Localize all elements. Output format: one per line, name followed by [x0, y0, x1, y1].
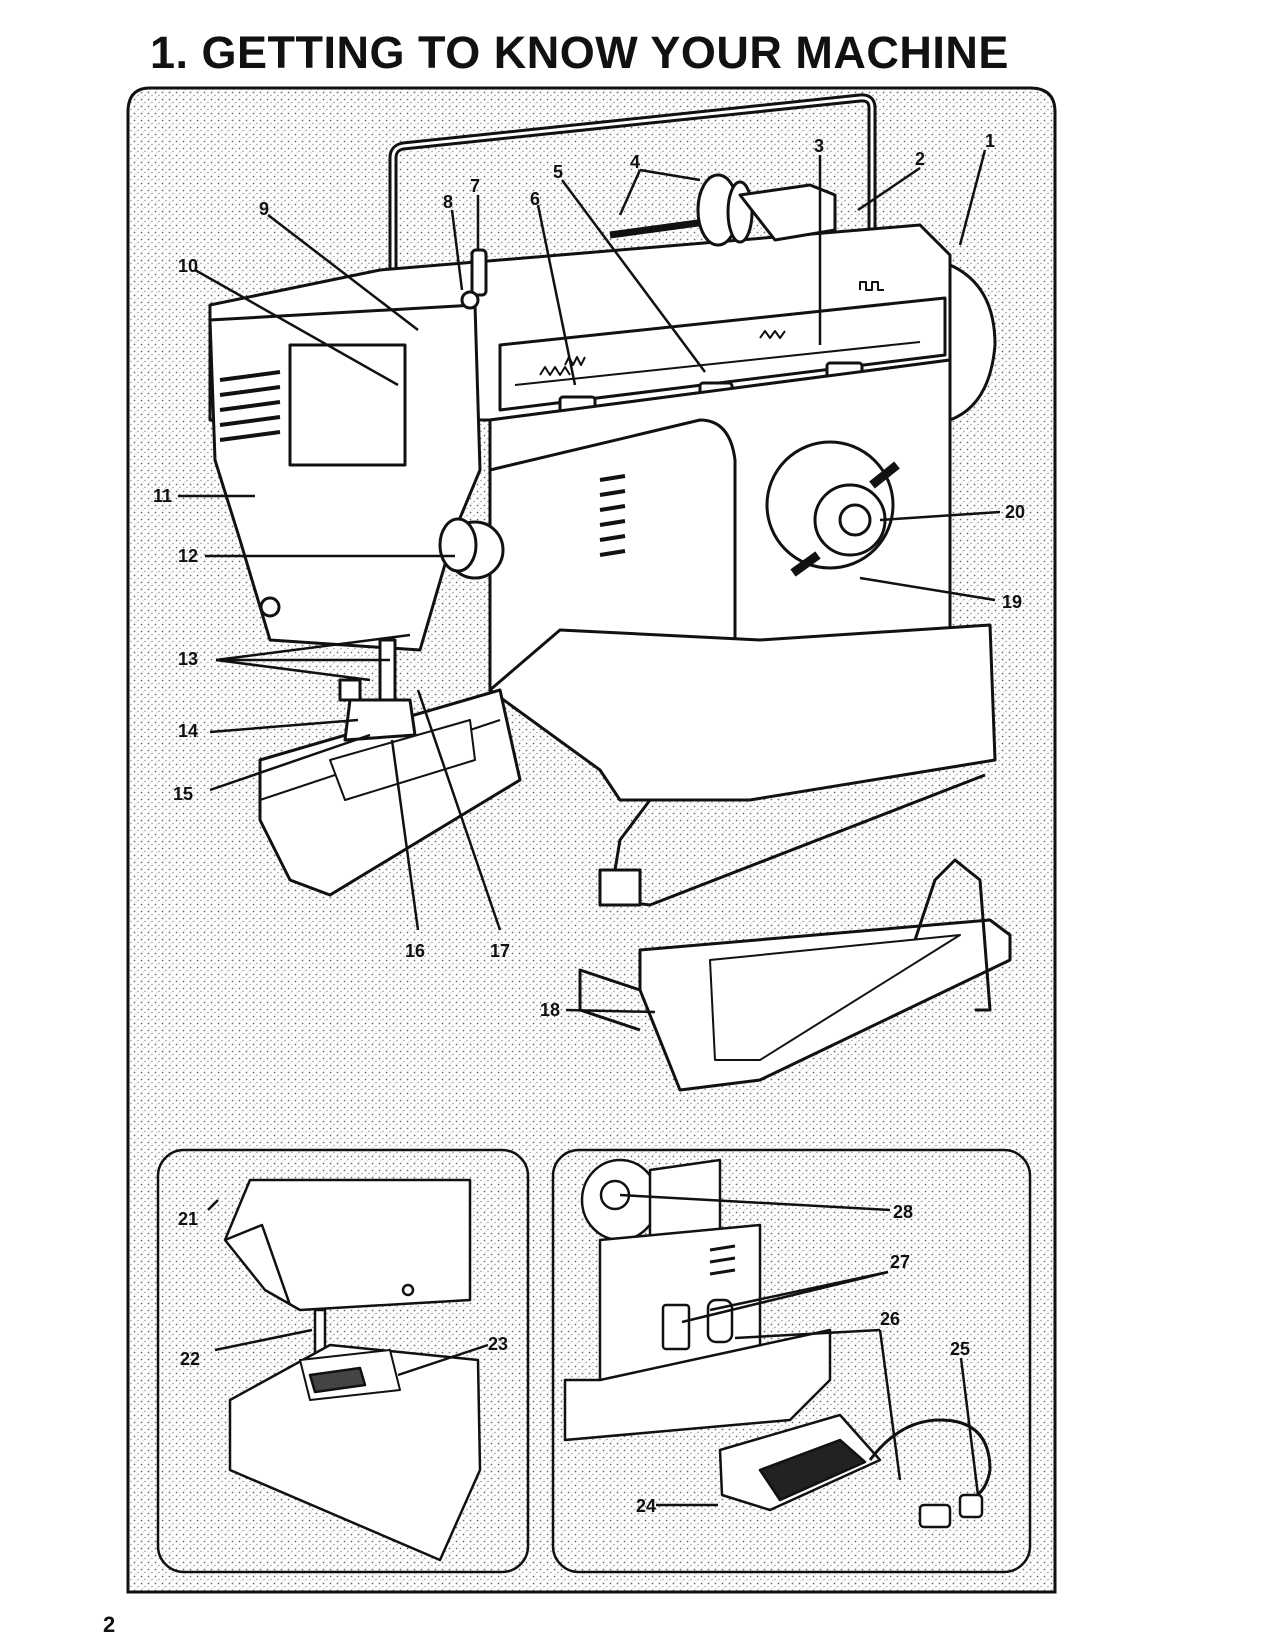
- inset-right-callouts: 24 25 26 27 28: [636, 1202, 970, 1516]
- page-title: 1. GETTING TO KNOW YOUR MACHINE: [150, 27, 1009, 78]
- inset-left-callouts: 21 22 23: [178, 1209, 508, 1369]
- callout-11: 11: [153, 486, 172, 506]
- callout-8: 8: [443, 192, 453, 212]
- callout-28: 28: [893, 1202, 913, 1222]
- callout-10: 10: [178, 256, 198, 276]
- callout-26: 26: [880, 1309, 900, 1329]
- inset-left-drawing: [223, 1178, 482, 1562]
- callout-23: 23: [488, 1334, 508, 1354]
- callout-27: 27: [890, 1252, 910, 1272]
- callout-6: 6: [530, 189, 540, 209]
- callout-18: 18: [540, 1000, 560, 1020]
- callout-2: 2: [915, 149, 925, 169]
- callout-12: 12: [178, 546, 198, 566]
- main-callouts: 1 2 3 4 5 6 7 8 9 10 11 12 13 14 15 16 1…: [153, 131, 1025, 1020]
- inset-right-drawing: [563, 1158, 992, 1529]
- callout-24: 24: [636, 1496, 656, 1516]
- callout-5: 5: [553, 162, 563, 182]
- callout-19: 19: [1002, 592, 1022, 612]
- callout-16: 16: [405, 941, 425, 961]
- callout-21: 21: [178, 1209, 198, 1229]
- page-number: 2: [103, 1612, 116, 1637]
- callout-7: 7: [470, 176, 480, 196]
- callout-4: 4: [630, 152, 640, 172]
- callout-22: 22: [180, 1349, 200, 1369]
- main-machine-drawing: [208, 93, 1012, 1092]
- callout-13: 13: [178, 649, 198, 669]
- callout-1: 1: [985, 131, 995, 151]
- callout-25: 25: [950, 1339, 970, 1359]
- callout-17: 17: [490, 941, 510, 961]
- callout-3: 3: [814, 136, 824, 156]
- leader-lines: [178, 149, 1001, 1507]
- callout-9: 9: [259, 199, 269, 219]
- callout-15: 15: [173, 784, 193, 804]
- callout-14: 14: [178, 721, 198, 741]
- callout-20: 20: [1005, 502, 1025, 522]
